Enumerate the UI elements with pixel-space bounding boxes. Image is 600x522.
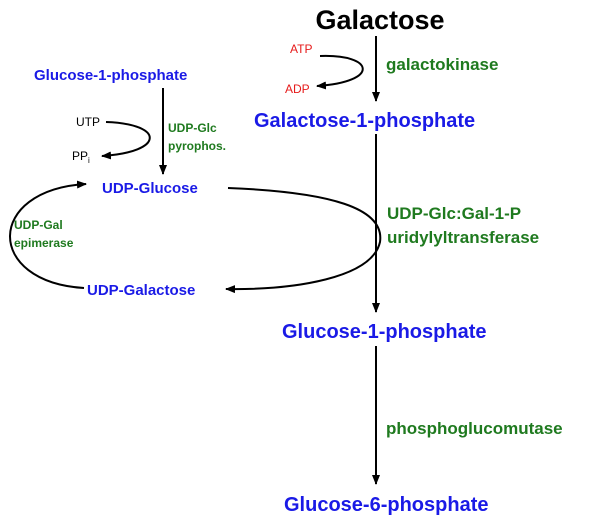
udp-gal-epimerase-label-line1: UDP-Gal xyxy=(14,218,63,232)
arrow-udpglc-through-transferase-to-udpgal xyxy=(225,187,382,294)
udp-glc-pyrophosphorylase-label-line2: pyrophos. xyxy=(168,139,226,153)
adp-label: ADP xyxy=(285,82,310,96)
arrow-utp-to-ppi xyxy=(101,121,151,160)
uridylyltransferase-label-line2: uridylyltransferase xyxy=(387,228,539,247)
galactokinase-label: galactokinase xyxy=(386,55,498,74)
udp-galactose-label: UDP-Galactose xyxy=(87,282,195,299)
galactose-1-phosphate-label: Galactose-1-phosphate xyxy=(254,110,475,132)
arrow-atp-to-adp xyxy=(316,54,364,90)
galactose-label: Galactose xyxy=(315,5,444,35)
udp-gal-epimerase-label-line2: epimerase xyxy=(14,236,74,250)
udp-glucose-label: UDP-Glucose xyxy=(102,180,198,197)
glucose-6-phosphate-label: Glucose-6-phosphate xyxy=(284,494,488,516)
utp-label: UTP xyxy=(76,115,100,129)
ppi-main-text: PP xyxy=(72,149,88,163)
arrow-udpgal-to-udpglc xyxy=(9,180,87,289)
udp-glc-pyrophosphorylase-label-line1: UDP-Glc xyxy=(168,121,217,135)
atp-label: ATP xyxy=(290,42,312,56)
glucose-1-phosphate-side-label: Glucose-1-phosphate xyxy=(34,67,187,84)
phosphoglucomutase-label: phosphoglucomutase xyxy=(386,419,563,438)
uridylyltransferase-label-line1: UDP-Glc:Gal-1-P xyxy=(387,204,521,223)
ppi-label: PPi xyxy=(72,149,90,165)
glucose-1-phosphate-main-label: Glucose-1-phosphate xyxy=(282,321,486,343)
ppi-subscript: i xyxy=(88,156,90,165)
